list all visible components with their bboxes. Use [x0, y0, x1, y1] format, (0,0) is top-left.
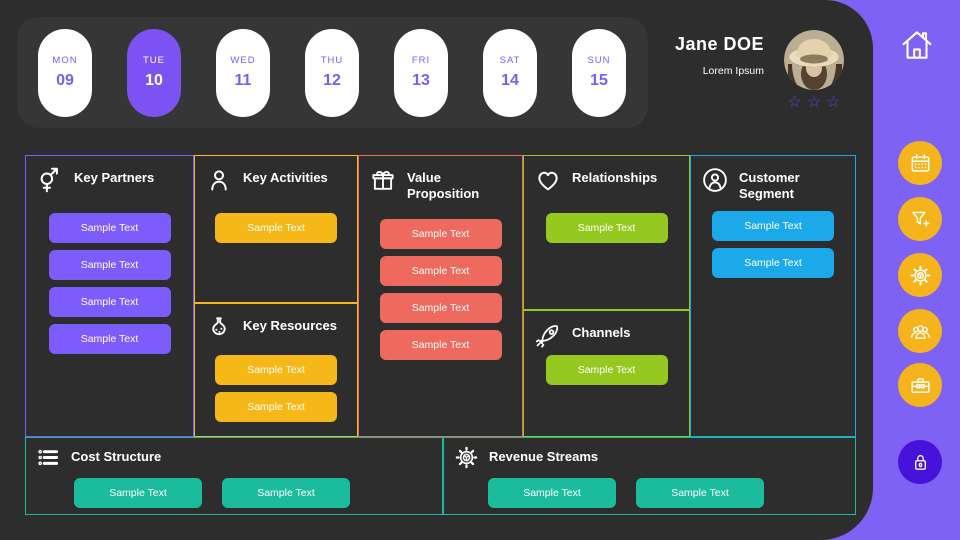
section-title: Channels — [572, 325, 631, 340]
section-relationships: Relationships Sample Text — [523, 155, 690, 310]
sample-text-button[interactable]: Sample Text — [222, 478, 350, 508]
day-pill-sun[interactable]: SUN 15 — [572, 28, 626, 117]
day-pill-sat[interactable]: SAT 14 — [483, 28, 537, 117]
avatar[interactable] — [784, 30, 844, 90]
star-icon[interactable]: ☆ — [806, 94, 822, 111]
day-pill-thu[interactable]: THU 12 — [305, 28, 359, 117]
sidebar — [873, 0, 960, 540]
gift-icon — [368, 165, 398, 195]
profile-subtitle: Lorem Ipsum — [702, 65, 764, 77]
day-pill-fri[interactable]: FRI 13 — [394, 28, 448, 117]
gender-symbol-icon — [35, 165, 65, 195]
star-icon[interactable]: ☆ — [787, 94, 802, 111]
sample-text-button[interactable]: Sample Text — [215, 355, 337, 385]
calendar-strip: MON 09 TUE 10 WED 11 THU 12 FRI 13 SAT 1… — [17, 17, 648, 128]
day-number: 13 — [412, 72, 430, 89]
flask-icon — [204, 313, 234, 343]
section-title: Cost Structure — [71, 449, 162, 464]
day-number: 14 — [501, 72, 519, 89]
day-number: 09 — [56, 72, 74, 89]
section-title: Key Activities — [243, 170, 328, 185]
sample-text-button[interactable]: Sample Text — [215, 392, 337, 422]
section-title: Customer Segment — [739, 170, 800, 201]
profile-name: Jane DOE — [674, 34, 764, 54]
person-bust-icon — [204, 165, 234, 195]
lock-icon[interactable] — [898, 440, 942, 484]
rating-stars[interactable]: ☆ ☆ ☆ — [787, 95, 840, 111]
rocket-icon — [533, 320, 563, 350]
day-number: 15 — [590, 72, 608, 89]
section-key-activities: Key Activities Sample Text — [194, 155, 358, 303]
day-name: SUN — [587, 55, 611, 66]
sample-text-button[interactable]: Sample Text — [48, 250, 171, 280]
day-name: TUE — [143, 55, 165, 66]
sample-text-button[interactable]: Sample Text — [636, 478, 764, 508]
sample-text-button[interactable]: Sample Text — [48, 213, 171, 243]
day-name: WED — [230, 55, 256, 66]
sample-text-button[interactable]: Sample Text — [379, 256, 502, 287]
person-circle-icon — [700, 165, 730, 195]
sample-text-button[interactable]: Sample Text — [712, 211, 834, 242]
sample-text-button[interactable]: Sample Text — [712, 248, 834, 279]
gear-icon — [453, 444, 480, 471]
day-number: 11 — [234, 72, 252, 89]
star-icon[interactable]: ☆ — [826, 94, 841, 111]
sample-text-button[interactable]: Sample Text — [379, 293, 502, 324]
profile-block: Jane DOE Lorem Ipsum — [660, 30, 844, 111]
section-title: Value Proposition — [407, 170, 480, 201]
main-panel: MON 09 TUE 10 WED 11 THU 12 FRI 13 SAT 1… — [0, 0, 873, 540]
sample-text-button[interactable]: Sample Text — [215, 213, 337, 243]
sample-text-button[interactable]: Sample Text — [545, 355, 668, 385]
list-icon — [35, 444, 62, 471]
day-pill-wed[interactable]: WED 11 — [216, 28, 270, 117]
day-number: 10 — [145, 72, 163, 89]
sample-text-button[interactable]: Sample Text — [545, 213, 668, 243]
settings-gear-icon[interactable] — [898, 253, 942, 297]
sample-text-button[interactable]: Sample Text — [48, 287, 171, 317]
heart-icon — [533, 165, 563, 195]
section-title: Relationships — [572, 170, 658, 185]
toolbox-icon[interactable] — [898, 363, 942, 407]
calendar-icon[interactable] — [898, 141, 942, 185]
day-pill-tue-selected[interactable]: TUE 10 — [127, 28, 181, 117]
team-icon[interactable] — [898, 309, 942, 353]
section-revenue-streams: Revenue Streams Sample Text Sample Text — [443, 437, 856, 515]
sample-text-button[interactable]: Sample Text — [74, 478, 202, 508]
filter-add-icon[interactable] — [898, 197, 942, 241]
day-name: MON — [52, 55, 78, 66]
section-customer-segment: Customer Segment Sample Text Sample Text — [690, 155, 856, 437]
section-title: Revenue Streams — [489, 449, 599, 464]
day-name: FRI — [411, 55, 431, 66]
home-icon[interactable] — [898, 26, 936, 64]
day-number: 12 — [323, 72, 341, 89]
section-cost-structure: Cost Structure Sample Text Sample Text — [25, 437, 443, 515]
sample-text-button[interactable]: Sample Text — [488, 478, 616, 508]
day-name: THU — [320, 55, 344, 66]
sample-text-button[interactable]: Sample Text — [48, 324, 171, 354]
section-channels: Channels Sample Text — [523, 310, 690, 437]
day-pill-mon[interactable]: MON 09 — [38, 28, 92, 117]
day-name: SAT — [499, 55, 521, 66]
sample-text-button[interactable]: Sample Text — [379, 330, 502, 361]
section-title: Key Partners — [74, 170, 155, 185]
section-key-partners: Key Partners Sample Text Sample Text Sam… — [25, 155, 194, 437]
section-key-resources: Key Resources Sample Text Sample Text — [194, 303, 358, 437]
section-value-proposition: Value Proposition Sample Text Sample Tex… — [358, 155, 523, 437]
section-title: Key Resources — [243, 318, 337, 333]
sample-text-button[interactable]: Sample Text — [379, 219, 502, 250]
